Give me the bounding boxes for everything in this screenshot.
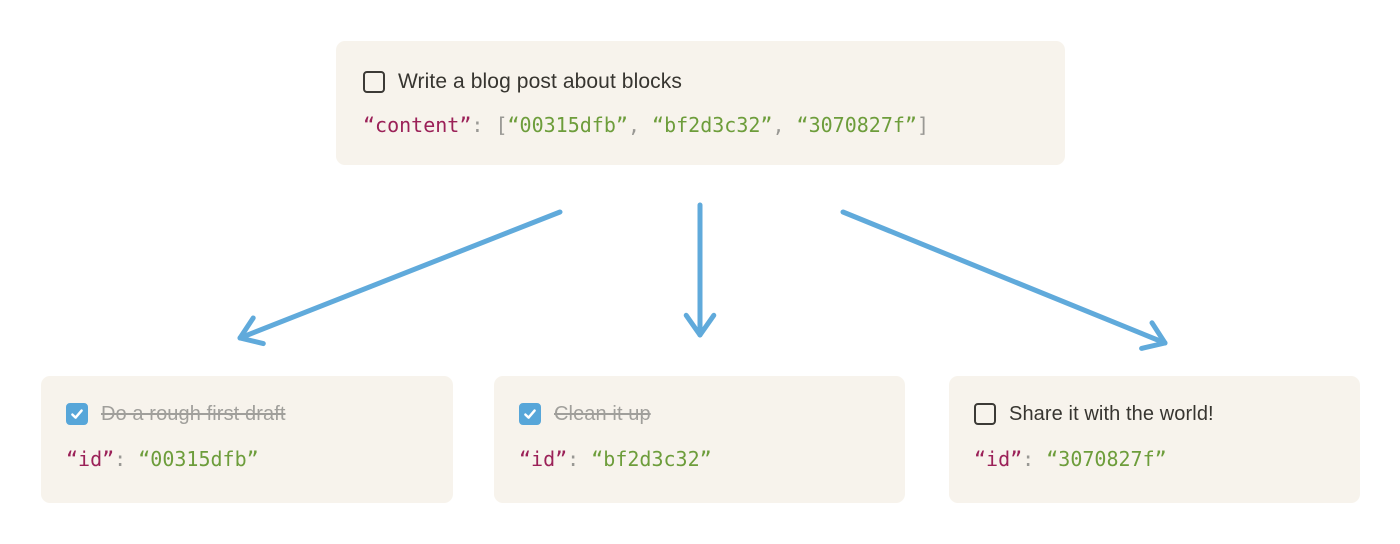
parent-content-code: “content”: [“00315dfb”, “bf2d3c32”, “307…	[363, 112, 1037, 138]
code-value: “00315dfb”	[507, 113, 628, 137]
parent-todo-label: Write a blog post about blocks	[398, 70, 682, 93]
code-comma: ,	[627, 113, 653, 137]
child-block-card-3: Share it with the world! “id”: “3070827f…	[949, 376, 1360, 503]
arrow-to-child-3	[840, 209, 1168, 351]
parent-todo-checkbox[interactable]	[363, 71, 385, 93]
child-block-card-1: Do a rough first draft “id”: “00315dfb”	[41, 376, 453, 503]
child-todo-checkbox-3[interactable]	[974, 403, 996, 425]
code-bracket-open: [	[495, 113, 508, 137]
code-key: “id”	[974, 447, 1023, 471]
code-value: “3070827f”	[796, 113, 917, 137]
child-id-code-2: “id”: “bf2d3c32”	[519, 446, 881, 472]
code-colon: :	[471, 113, 496, 137]
code-colon: :	[114, 447, 139, 471]
code-value: “00315dfb”	[138, 447, 259, 471]
child-todo-checkbox-2[interactable]	[519, 403, 541, 425]
child-todo-row: Do a rough first draft	[66, 402, 429, 426]
code-key: “content”	[363, 113, 472, 137]
code-colon: :	[1022, 447, 1047, 471]
child-id-code-3: “id”: “3070827f”	[974, 446, 1336, 472]
code-value: “3070827f”	[1046, 447, 1167, 471]
code-key: “id”	[66, 447, 115, 471]
code-key: “id”	[519, 447, 568, 471]
arrow-to-child-2	[683, 202, 717, 338]
code-bracket-close: ]	[916, 113, 930, 137]
child-todo-label-3: Share it with the world!	[1009, 403, 1214, 425]
code-colon: :	[567, 447, 592, 471]
parent-todo-row: Write a blog post about blocks	[363, 70, 1037, 94]
child-todo-label-2: Clean it up	[554, 403, 651, 425]
checkmark-icon	[71, 409, 83, 419]
child-todo-checkbox-1[interactable]	[66, 403, 88, 425]
child-todo-label-1: Do a rough first draft	[101, 403, 286, 425]
child-todo-row: Share it with the world!	[974, 402, 1336, 426]
child-id-code-1: “id”: “00315dfb”	[66, 446, 429, 472]
code-comma: ,	[772, 113, 797, 137]
parent-block-card: Write a blog post about blocks “content”…	[336, 41, 1065, 165]
checkmark-icon	[524, 409, 536, 419]
arrow-to-child-1	[237, 209, 563, 347]
child-todo-row: Clean it up	[519, 402, 881, 426]
code-value: “bf2d3c32”	[591, 447, 712, 471]
child-block-card-2: Clean it up “id”: “bf2d3c32”	[494, 376, 905, 503]
code-value: “bf2d3c32”	[652, 113, 773, 137]
